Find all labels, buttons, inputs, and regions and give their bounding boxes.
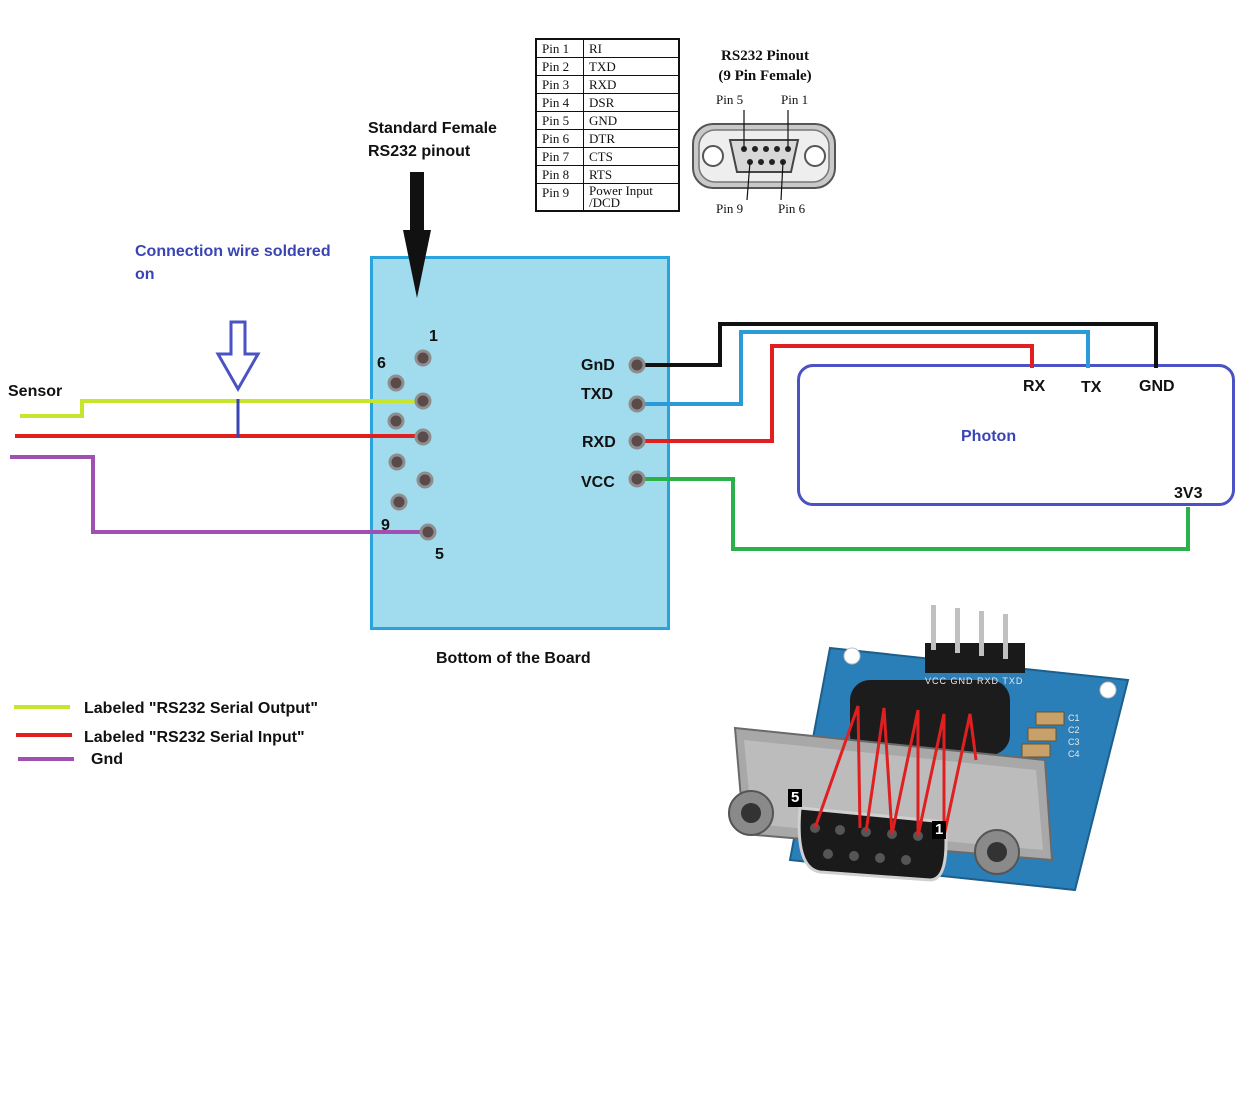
wire-gnd-black (637, 322, 1158, 368)
photo-pin1-tag: 1 (932, 821, 947, 839)
module-pin-label-gnd: GnD (581, 357, 615, 374)
pin-rxd (628, 432, 646, 450)
photon-board (797, 364, 1235, 506)
photo-silkscreen-caps: C1 C2 C3 C4 (1068, 713, 1080, 759)
module-header-pins (628, 356, 646, 488)
signal-cell: DSR (583, 93, 680, 112)
wire-vcc-green (637, 477, 1190, 551)
photon-name: Photon (961, 428, 1017, 445)
signal-cell: GND (583, 111, 680, 130)
signal-cell: DTR (583, 129, 680, 148)
rs232-pin9-label: Pin 9 (716, 201, 744, 216)
photo-silkscreen-pins: VCC GND RXD TXD (925, 676, 1024, 686)
legend-output-label: Labeled "RS232 Serial Output" (84, 700, 318, 717)
signal-cell: CTS (583, 147, 680, 166)
down-arrow-hollow-icon (215, 320, 261, 393)
legend-gnd-label: Gnd (91, 751, 123, 768)
db9-pin-5 (419, 523, 437, 541)
pin-cell: Pin 2 (535, 57, 584, 76)
signal-cell: RI (583, 38, 680, 58)
legend-input-label: Labeled "RS232 Serial Input" (84, 729, 305, 746)
db9-pin-2 (414, 392, 432, 410)
pin-cell: Pin 8 (535, 165, 584, 184)
rs232-pinout-title: RS232 Pinout (9 Pin Female) (718, 48, 812, 84)
down-arrow-black-icon (403, 172, 431, 298)
signal-cell: TXD (583, 57, 680, 76)
pin-cell: Pin 5 (535, 111, 584, 130)
rs232-pin1-label: Pin 1 (781, 92, 809, 107)
wire-serial-output (20, 399, 423, 418)
rs232-pin6-label: Pin 6 (778, 201, 806, 216)
pin-gnd (628, 356, 646, 374)
signal-cell: Power Input /DCD (583, 183, 680, 212)
db9-pin-9 (390, 493, 408, 511)
sensor-label: Sensor (8, 383, 63, 400)
pin-cell: Pin 7 (535, 147, 584, 166)
photo-pin5-tag: 5 (788, 789, 803, 807)
photon-3v3-label: 3V3 (1174, 485, 1203, 502)
db9-pin-4 (416, 471, 434, 489)
pin-cell: Pin 6 (535, 129, 584, 148)
photon-tx-label: TX (1081, 379, 1102, 396)
pin-cell: Pin 1 (535, 38, 584, 58)
pin-cell: Pin 9 (535, 183, 584, 212)
wire-gnd (10, 455, 428, 534)
db9-label-5: 5 (435, 546, 444, 563)
wire-rxd-red (637, 344, 1034, 443)
board-caption: Bottom of the Board (436, 650, 591, 667)
pin-cell: Pin 4 (535, 93, 584, 112)
signal-cell: RTS (583, 165, 680, 184)
photon-rx-label: RX (1023, 378, 1046, 395)
db9-pin-holes (387, 349, 437, 541)
module-photo (728, 605, 1130, 892)
rs232-pin5-label: Pin 5 (716, 92, 744, 107)
module-pin-label-vcc: VCC (581, 474, 615, 491)
pin-txd (628, 395, 646, 413)
db9-pin-3 (414, 428, 432, 446)
module-pin-label-txd: TXD (581, 386, 613, 403)
db9-label-6: 6 (377, 355, 386, 372)
db9-label-9: 9 (381, 517, 390, 534)
wire-txd-blue (637, 330, 1090, 406)
pin-cell: Pin 3 (535, 75, 584, 94)
db9-pin-1 (414, 349, 432, 367)
signal-cell: RXD (583, 75, 680, 94)
connection-wire-note: Connection wire soldered on (135, 243, 331, 283)
rs232-connector-drawing (692, 110, 836, 201)
photon-gnd-label: GND (1139, 378, 1175, 395)
db9-pin-8 (388, 453, 406, 471)
standard-female-note: Standard Female RS232 pinout (368, 120, 497, 160)
db9-label-1: 1 (429, 328, 438, 345)
module-pin-label-rxd: RXD (582, 434, 616, 451)
db9-pin-6 (387, 374, 405, 392)
pin-vcc (628, 470, 646, 488)
db9-pin-7 (387, 412, 405, 430)
